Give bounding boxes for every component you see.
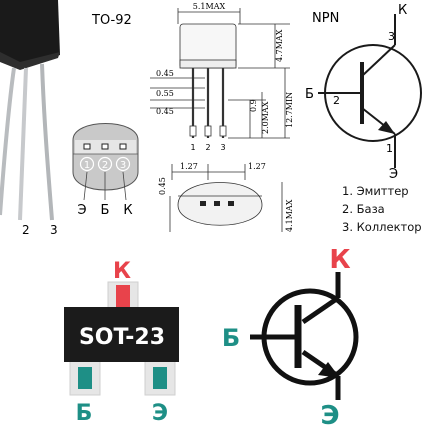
npn-title: NPN (312, 11, 339, 26)
drawing-pin-1: 1 (190, 143, 195, 152)
sot23-base-label: Б (76, 401, 93, 426)
sot23-base-pad (78, 367, 92, 389)
dim-lead-bend: 2.0MAX (261, 101, 270, 134)
legend-emitter: 1. Эмиттер (342, 184, 409, 198)
symbol2-collector-label: К (329, 245, 350, 275)
to92-pin-letter-collector: К (123, 203, 132, 218)
symbol2-emitter-label: Э (320, 401, 339, 430)
npn-collector-pin: 3 (388, 30, 395, 43)
to92-transistor-photo (0, 0, 60, 221)
npn-collector-label: К (398, 3, 407, 18)
dim-lead-length: 12.7MIN (285, 92, 294, 128)
drawing-pin-2: 2 (205, 143, 210, 152)
drawing-pin-3: 3 (220, 143, 225, 152)
dim-body-height: 4.7MAX (275, 29, 284, 62)
to92-package-label: TO-92 (91, 13, 132, 28)
dim-bottom-thickness: 0.45 (158, 177, 167, 195)
npn-emitter-pin: 1 (386, 142, 393, 155)
to92-pin-letter-base: Б (101, 203, 110, 218)
npn-base-pin: 2 (333, 94, 340, 107)
to92-bottom-pin-1: 1 (84, 160, 90, 171)
npn-symbol-large (250, 272, 359, 400)
to92-pin-letter-emitter: Э (77, 203, 86, 218)
sot23-emitter-label: Э (152, 401, 168, 426)
to92-bottom-pin-2: 2 (102, 160, 108, 171)
to92-pin-label-3: 3 (50, 223, 58, 237)
dim-pitch-left: 1.27 (180, 162, 198, 171)
symbol2-base-label: Б (222, 324, 240, 352)
sot23-collector-pad (116, 285, 130, 307)
npn-emitter-arrow (378, 121, 395, 134)
dim-pitch-right: 1.27 (248, 162, 266, 171)
dim-bottom-depth: 4.1MAX (285, 199, 294, 232)
to92-bottom-pin-3: 3 (120, 160, 126, 171)
legend-collector: 3. Коллектор (342, 220, 422, 234)
pin-legend: 1. Эмиттер 2. База 3. Коллектор (342, 182, 422, 236)
npn-symbol (318, 14, 422, 168)
mechanical-pins-bottom (200, 201, 234, 206)
sot23-body (64, 307, 179, 362)
npn-base-label: Б (305, 87, 314, 102)
to92-bottom-view (72, 123, 139, 201)
dim-lead-width: 0.55 (156, 89, 174, 98)
dim-lead-offset: 0.9 (249, 99, 258, 112)
npn-emitter-label: Э (389, 167, 398, 182)
dim-width-max: 5.1MAX (193, 2, 226, 11)
sot23-collector-label: К (113, 259, 131, 284)
sot23-package-label: SOT-23 (79, 325, 165, 350)
dim-lead-spacing-2: 0.45 (156, 107, 174, 116)
sot23-emitter-pad (153, 367, 167, 389)
legend-base: 2. База (342, 202, 385, 216)
dim-lead-spacing-1: 0.45 (156, 69, 174, 78)
to92-pin-label-2: 2 (22, 223, 30, 237)
npn-large-emitter-arrow (318, 362, 340, 378)
sot23-package (64, 281, 179, 396)
